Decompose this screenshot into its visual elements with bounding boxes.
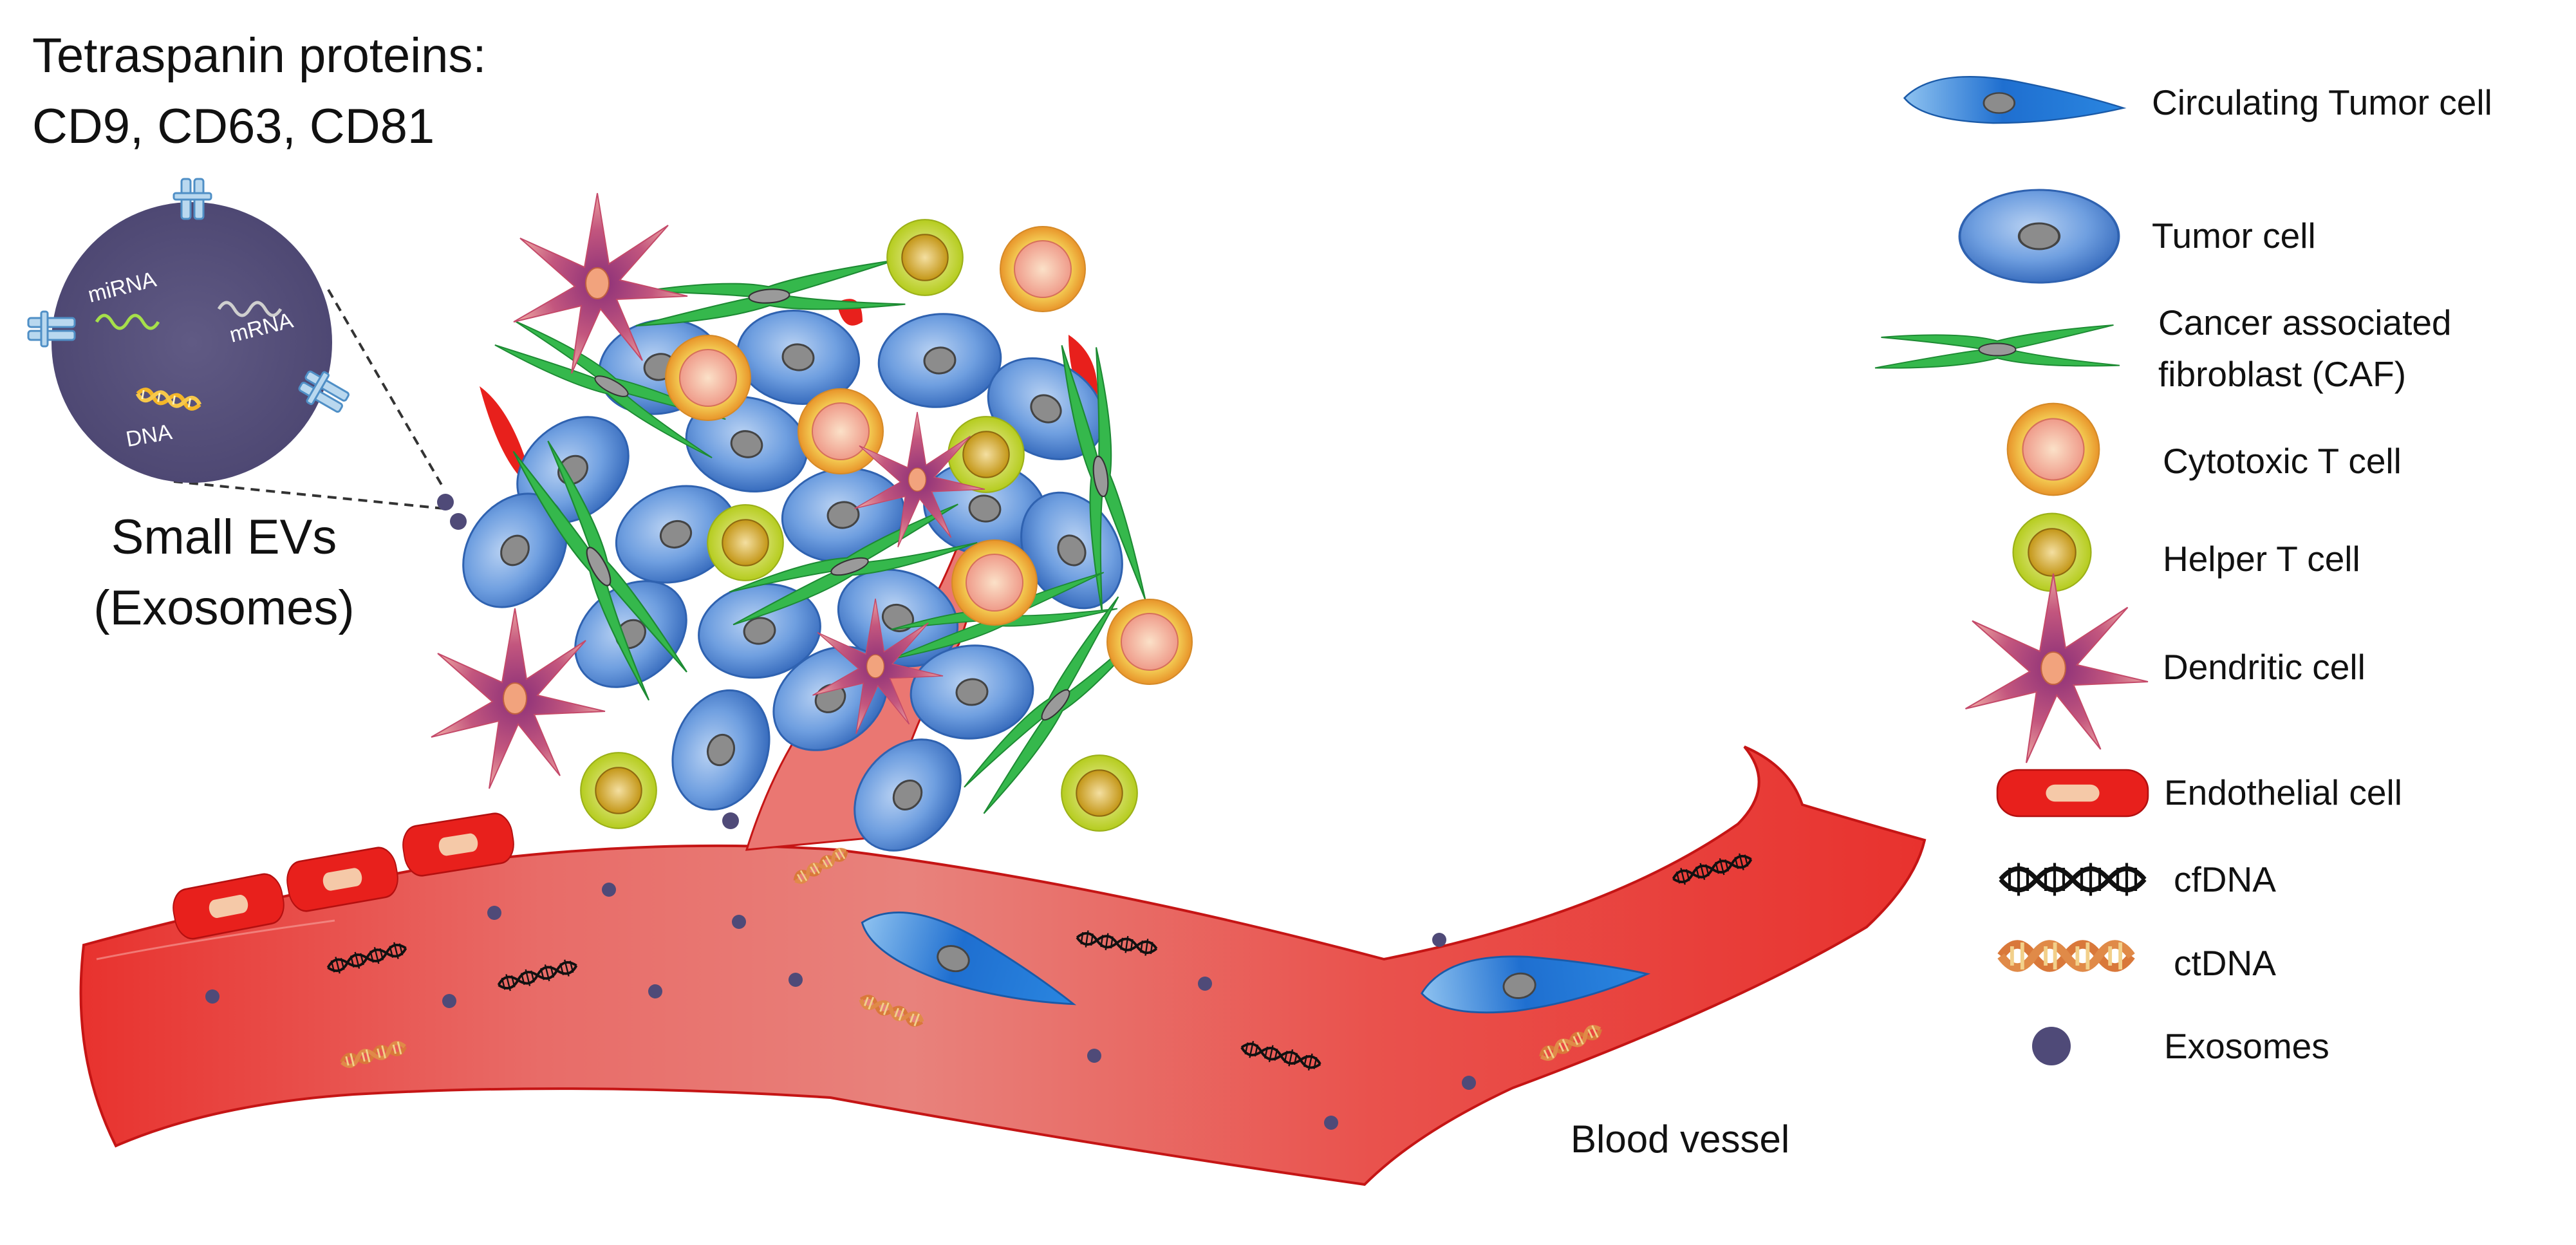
legend-item-caf: Cancer associated fibroblast (CAF)	[1874, 303, 2452, 394]
cytotoxic-t-cell	[1106, 599, 1193, 685]
exosome-particles	[205, 883, 1476, 1130]
ev-label-line-2: (Exosomes)	[93, 581, 354, 635]
mrna-icon	[217, 301, 283, 317]
exosome-budding	[437, 494, 454, 510]
title-block: Tetraspanin proteins: CD9, CD63, CD81	[32, 28, 487, 154]
cfdna-icon	[2001, 863, 2145, 896]
tetraspanin-marker-icon	[173, 178, 212, 220]
tumor-microenvironment	[431, 192, 1193, 873]
cytotoxic-t-cell-icon	[2006, 402, 2100, 496]
legend-label: cfDNA	[2174, 859, 2276, 899]
exosome-budding	[450, 513, 467, 530]
title-line-2: CD9, CD63, CD81	[32, 99, 434, 154]
cytotoxic-t-cell	[1000, 226, 1086, 312]
legend-item-endothelial-cell: Endothelial cell	[1996, 769, 2402, 818]
legend-label: Tumor cell	[2152, 216, 2316, 256]
helper-t-cell	[580, 752, 657, 829]
mirna-icon	[95, 314, 160, 330]
legend-label: Dendritic cell	[2163, 647, 2366, 687]
ev-label-line-1: Small EVs	[111, 510, 337, 565]
legend-label: Endothelial cell	[2164, 772, 2402, 812]
legend: Circulating Tumor cell Tumor cell Cancer…	[1874, 75, 2492, 1066]
legend-item-exosomes: Exosomes	[2032, 1026, 2329, 1066]
tetraspanin-marker-icon	[298, 370, 350, 413]
helper-t-cell	[1061, 754, 1138, 832]
blood-vessel-label: Blood vessel	[1571, 1118, 1789, 1161]
title-line-1: Tetraspanin proteins:	[32, 28, 487, 83]
legend-item-ctdna: ctDNA	[2001, 942, 2276, 983]
legend-item-dendritic-cell: Dendritic cell	[1965, 572, 2366, 764]
cytotoxic-t-cell	[665, 335, 751, 421]
legend-item-tumor-cell: Tumor cell	[1958, 189, 2316, 284]
legend-item-cytotoxic-t-cell: Cytotoxic T cell	[2006, 402, 2402, 496]
legend-label: ctDNA	[2174, 943, 2276, 983]
helper-t-cell	[947, 416, 1025, 493]
exosome-dna-icon	[135, 388, 202, 411]
circulating-tumor-cell-icon	[1903, 75, 2125, 124]
legend-label: Helper T cell	[2163, 539, 2360, 579]
legend-item-cfdna: cfDNA	[2001, 859, 2276, 899]
tumor-cell	[553, 558, 709, 710]
helper-t-cell	[886, 219, 964, 296]
legend-item-circulating-tumor-cell: Circulating Tumor cell	[1903, 75, 2492, 124]
tumor-cell	[873, 306, 1007, 415]
exosome-detail: miRNA mRNA DNA Small EVs (Exosomes)	[27, 178, 445, 635]
helper-t-cell	[707, 504, 784, 581]
dendritic-cell-icon	[1965, 572, 2149, 764]
legend-label: Cytotoxic T cell	[2163, 441, 2402, 481]
exosome-dot-icon	[2032, 1027, 2071, 1065]
zoom-line-lower	[173, 480, 445, 510]
endothelial-cell-icon	[1996, 769, 2149, 818]
tetraspanin-marker-icon	[27, 310, 76, 348]
zoom-line-upper	[327, 288, 445, 491]
cytotoxic-t-cell	[951, 539, 1038, 626]
cytotoxic-t-cell	[798, 388, 884, 474]
exosome-budding	[722, 812, 739, 829]
legend-label: Exosomes	[2164, 1026, 2329, 1066]
legend-item-helper-t-cell: Helper T cell	[2012, 512, 2360, 592]
legend-label-line-1: Cancer associated	[2158, 303, 2452, 342]
caf-icon	[1874, 324, 2120, 369]
legend-label: Circulating Tumor cell	[2152, 82, 2492, 122]
tumor-cell-icon	[1958, 189, 2120, 284]
legend-label-line-2: fibroblast (CAF)	[2158, 354, 2406, 394]
ctdna-icon	[2001, 942, 2132, 969]
exosome-enlarged	[51, 202, 332, 483]
